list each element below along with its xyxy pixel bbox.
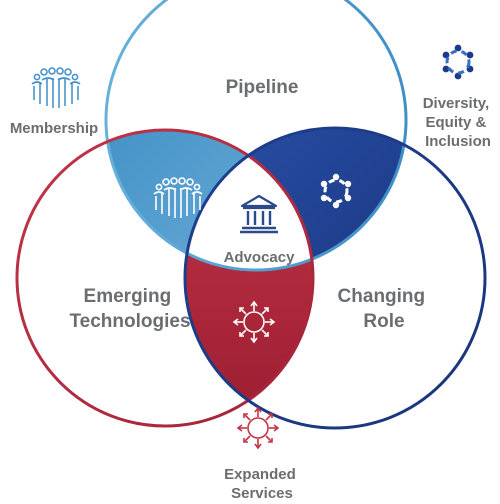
- expanded-arrows-ring-icon: [236, 406, 280, 450]
- label-changing-line1: Changing: [338, 286, 426, 307]
- label-membership: Membership: [10, 120, 98, 137]
- circle-changing-role: [183, 126, 487, 430]
- label-dei-line2: Equity &: [425, 114, 486, 131]
- building-columns-icon: [240, 194, 278, 234]
- label-dei-line1: Diversity,: [423, 95, 489, 112]
- label-changing-role: Changing Role: [338, 286, 431, 332]
- label-advocacy: Advocacy: [224, 249, 296, 266]
- label-expanded-line1: Expanded: [224, 466, 296, 483]
- membership-people-icon: [31, 67, 81, 108]
- dei-circle-of-people-icon: [442, 44, 474, 80]
- circle-of-people-icon: [320, 173, 352, 209]
- label-dei: Diversity, Equity & Inclusion: [423, 95, 494, 150]
- overlap-center: [185, 130, 313, 270]
- label-expanded-services: Expanded Services: [224, 466, 300, 502]
- people-group-icon: [153, 177, 203, 218]
- circle-pipeline: [104, 0, 408, 272]
- label-emerging-line1: Emerging: [84, 286, 172, 307]
- circle-emerging-technologies: [15, 128, 315, 428]
- label-emerging-technologies: Emerging Technologies: [69, 286, 190, 332]
- label-dei-line3: Inclusion: [425, 133, 491, 150]
- label-expanded-line2: Services: [231, 485, 293, 502]
- outward-arrows-ring-icon: [232, 300, 276, 344]
- label-pipeline: Pipeline: [226, 77, 299, 98]
- label-changing-line2: Role: [363, 311, 404, 332]
- label-emerging-line2: Technologies: [69, 311, 190, 332]
